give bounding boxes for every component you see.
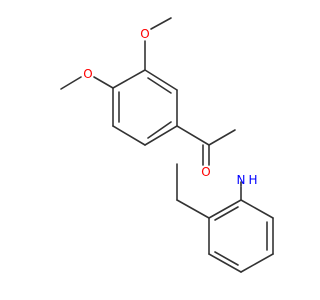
- bond: [208, 129, 236, 146]
- bond: [150, 17, 172, 30]
- bond: [144, 69, 178, 91]
- atom-label-oxygen: O: [140, 27, 149, 41]
- bond: [112, 125, 146, 146]
- bond: [176, 125, 210, 146]
- bond: [208, 253, 242, 273]
- dimethoxyphenyl-ring: [112, 69, 178, 146]
- acetamide-linker: [176, 125, 242, 187]
- ethyl-group: [176, 163, 210, 219]
- bond: [112, 69, 146, 89]
- molecule-structure: O O O N H: [60, 17, 274, 273]
- methoxy-left: [60, 76, 114, 90]
- atom-label-oxygen: O: [83, 67, 92, 81]
- atom-label-oxygen: O: [201, 165, 210, 179]
- double-bond-inner: [147, 121, 172, 139]
- bond: [240, 253, 274, 273]
- atom-label-hydrogen: H: [248, 173, 257, 187]
- ethylphenyl-ring: [208, 199, 274, 273]
- double-bond-inner: [214, 251, 239, 266]
- bond: [208, 199, 242, 219]
- double-bond-inner: [147, 77, 172, 94]
- atom-label-nitrogen: N: [237, 173, 246, 187]
- bond: [240, 199, 274, 219]
- bond: [144, 125, 178, 146]
- bond: [176, 199, 210, 219]
- methoxy-upper: [144, 17, 172, 71]
- double-bond-inner: [214, 206, 239, 221]
- bond: [93, 76, 114, 89]
- bond: [60, 76, 82, 90]
